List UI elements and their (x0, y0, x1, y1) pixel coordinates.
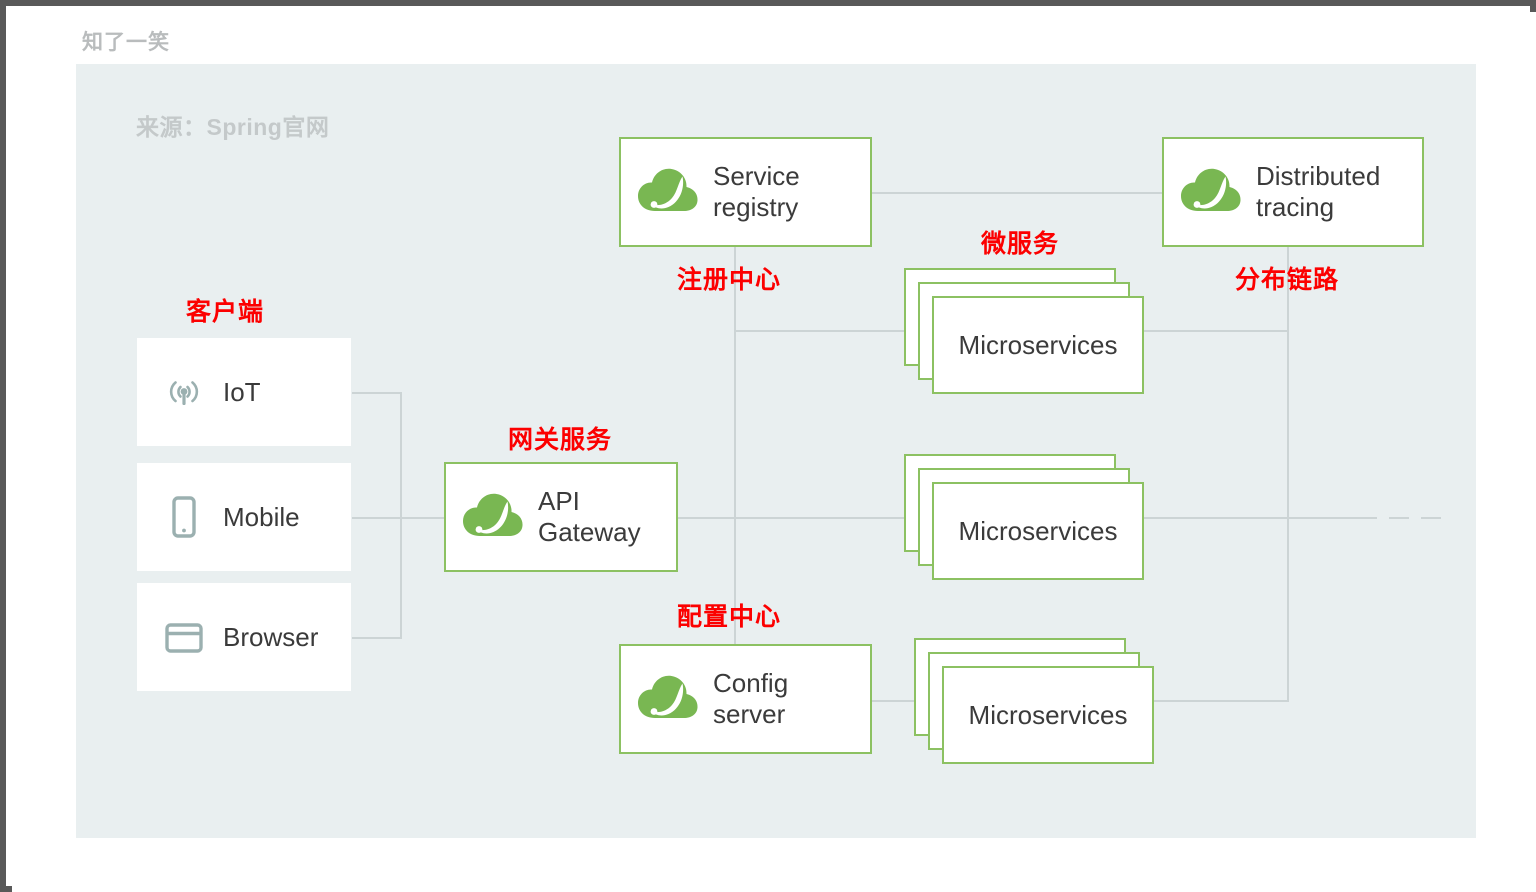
microservice-card-front[interactable]: Microservices (932, 296, 1144, 394)
node-label: Distributed tracing (1256, 161, 1381, 222)
client-label: Mobile (223, 501, 300, 532)
client-label: IoT (223, 376, 261, 407)
node-label: API Gateway (538, 486, 641, 547)
connector-overflow-dash-2 (1421, 517, 1441, 519)
spring-leaf-icon (463, 493, 523, 536)
node-distributed-tracing[interactable]: Distributed tracing (1162, 137, 1424, 247)
annotation-config: 配置中心 (677, 603, 782, 631)
spring-leaf-icon (638, 168, 698, 211)
connector-registry-to-tracing (872, 192, 1164, 194)
client-node-iot[interactable]: IoT (137, 338, 351, 446)
connector-overflow-dash-1 (1389, 517, 1409, 519)
antenna-icon (169, 381, 199, 405)
microservice-label: Microservices (958, 515, 1118, 546)
connector-ms-middle-to-right-trunk (1144, 517, 1289, 519)
client-node-browser[interactable]: Browser (137, 583, 351, 691)
annotation-gateway: 网关服务 (508, 426, 613, 454)
connector-trunk-to-ms-top (734, 330, 914, 332)
connector-central-trunk (734, 244, 736, 700)
connector-config-to-ms-bottom (872, 700, 914, 702)
microservice-card-front[interactable]: Microservices (942, 666, 1154, 764)
spring-leaf-icon (638, 675, 698, 718)
node-service-registry[interactable]: Service registry (619, 137, 872, 247)
microservices-stack-bottom[interactable]: Microservices (914, 638, 1154, 764)
annotation-clients: 客户端 (186, 298, 265, 326)
connector-iot-to-bus (352, 392, 402, 394)
connector-trunk-to-ms-middle (734, 517, 914, 519)
node-api-gateway[interactable]: API Gateway (444, 462, 678, 572)
node-label: Config server (713, 668, 789, 729)
node-label: Service registry (713, 161, 800, 222)
connector-client-bus (400, 392, 402, 639)
node-config-server[interactable]: Config server (619, 644, 872, 754)
annotation-microservices: 微服务 (981, 230, 1060, 258)
connector-bus-to-gateway (400, 517, 444, 519)
browser-window-icon (165, 623, 203, 653)
connector-browser-to-bus (352, 637, 402, 639)
annotation-tracing: 分布链路 (1235, 266, 1340, 294)
mobile-phone-icon (172, 496, 196, 538)
site-title: 知了一笑 (82, 31, 170, 54)
client-label: Browser (223, 621, 319, 652)
diagram-source-label: 来源：Spring官网 (136, 114, 330, 140)
connector-ms-bottom-to-right-trunk (1144, 700, 1289, 702)
spring-leaf-icon (1181, 168, 1241, 211)
connector-overflow-line (1287, 517, 1377, 519)
microservice-label: Microservices (968, 699, 1128, 730)
page-canvas: 知了一笑 来源：Spring官网 客户端 网关服务 注册中心 (12, 12, 1536, 892)
annotation-registry: 注册中心 (677, 266, 782, 294)
microservice-label: Microservices (958, 329, 1118, 360)
client-node-mobile[interactable]: Mobile (137, 463, 351, 571)
connector-gateway-to-trunk (678, 517, 735, 519)
microservices-stack-middle[interactable]: Microservices (904, 454, 1144, 580)
connector-mobile-to-bus (352, 517, 402, 519)
microservices-stack-top[interactable]: Microservices (904, 268, 1144, 394)
microservice-card-front[interactable]: Microservices (932, 482, 1144, 580)
connector-ms-top-to-right-trunk (1144, 330, 1289, 332)
connector-right-trunk (1287, 244, 1289, 702)
architecture-diagram-panel: 来源：Spring官网 客户端 网关服务 注册中心 配置中心 (76, 64, 1476, 838)
